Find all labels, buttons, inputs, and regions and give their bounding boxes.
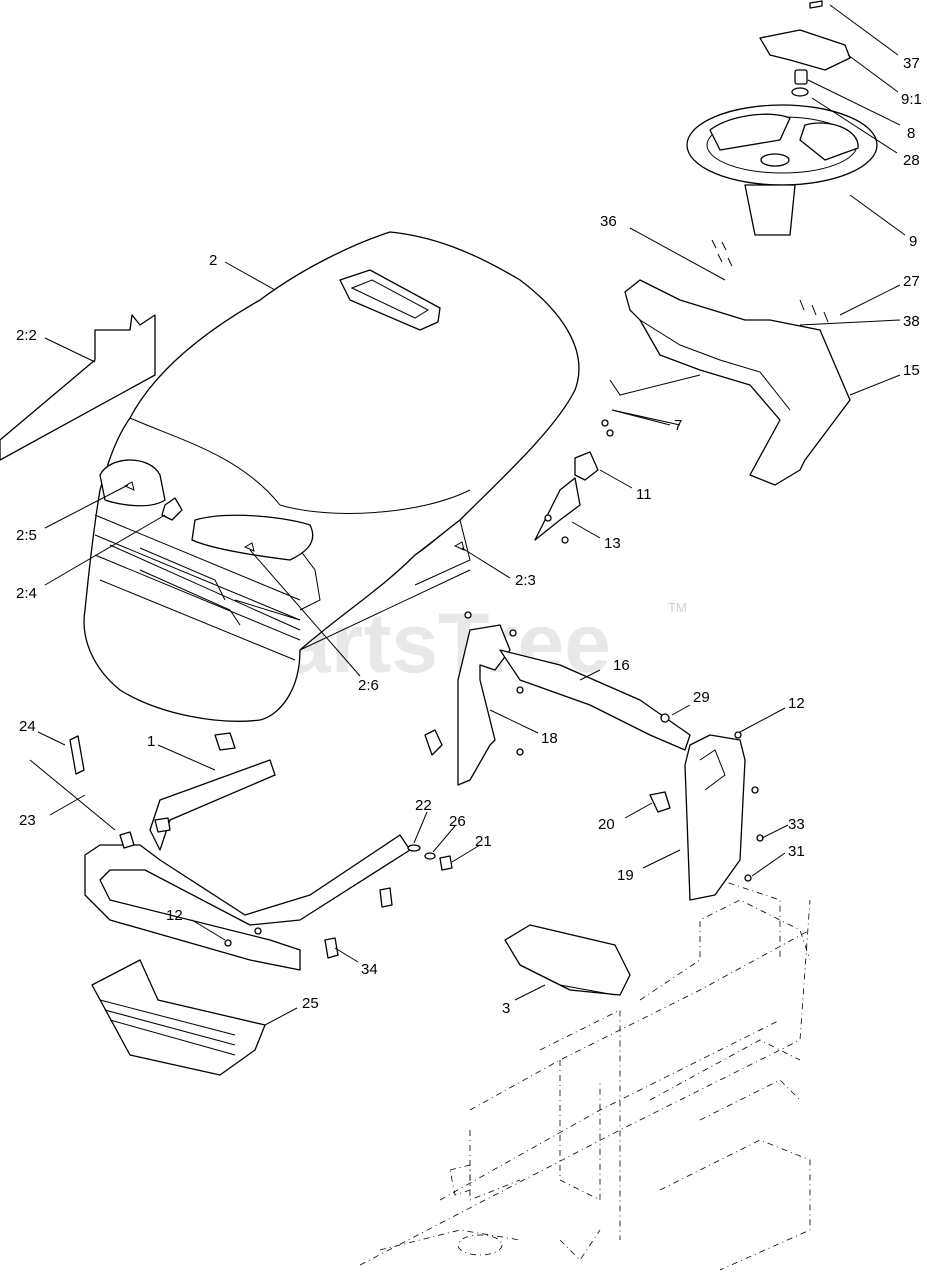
callout-9: 9: [909, 233, 917, 250]
steering-assembly: [609, 0, 878, 486]
callout-20: 20: [598, 816, 615, 833]
callout-31: 31: [788, 843, 805, 860]
callout-2-4: 2:4: [16, 585, 37, 602]
callout-2-5: 2:5: [16, 527, 37, 544]
callout-2-6: 2:6: [358, 677, 379, 694]
callout-18: 18: [541, 730, 558, 747]
callout-28: 28: [903, 152, 920, 169]
watermark-trademark: TM: [668, 600, 687, 615]
side-panel: [649, 731, 764, 901]
leader-lines: [37, 4, 906, 1026]
seat-base: [504, 924, 631, 996]
callout-labels: 37 9:1 8 28 9 36 27 38 15 7 11 13 2 2:2 …: [16, 55, 922, 1017]
callout-12-upper: 12: [788, 695, 805, 712]
callout-27: 27: [903, 273, 920, 290]
callout-26: 26: [449, 813, 466, 830]
callout-2: 2: [209, 252, 217, 269]
lever-parts: [534, 419, 614, 544]
center-panels: [424, 611, 691, 786]
callout-2-3: 2:3: [515, 572, 536, 589]
callout-33: 33: [788, 816, 805, 833]
callout-13: 13: [604, 535, 621, 552]
callout-21: 21: [475, 833, 492, 850]
callout-11: 11: [636, 486, 652, 503]
hood-assembly: [0, 231, 580, 722]
callout-7: 7: [674, 417, 682, 434]
callout-9-1: 9:1: [901, 91, 922, 108]
callout-37: 37: [903, 55, 920, 72]
callout-3: 3: [502, 1000, 510, 1017]
callout-19: 19: [617, 867, 634, 884]
callout-36: 36: [600, 213, 617, 230]
callout-15: 15: [903, 362, 920, 379]
callout-22: 22: [415, 797, 432, 814]
callout-16: 16: [613, 657, 630, 674]
front-bumper-assembly: [29, 732, 453, 1076]
callout-1: 1: [147, 733, 155, 750]
callout-8: 8: [907, 125, 915, 142]
callout-12-lower: 12: [166, 907, 183, 924]
callout-38: 38: [903, 313, 920, 330]
callout-29: 29: [693, 689, 710, 706]
callout-23: 23: [19, 812, 36, 829]
callout-34: 34: [361, 961, 378, 978]
callout-25: 25: [302, 995, 319, 1012]
callout-24: 24: [19, 718, 36, 735]
callout-2-2: 2:2: [16, 327, 37, 344]
